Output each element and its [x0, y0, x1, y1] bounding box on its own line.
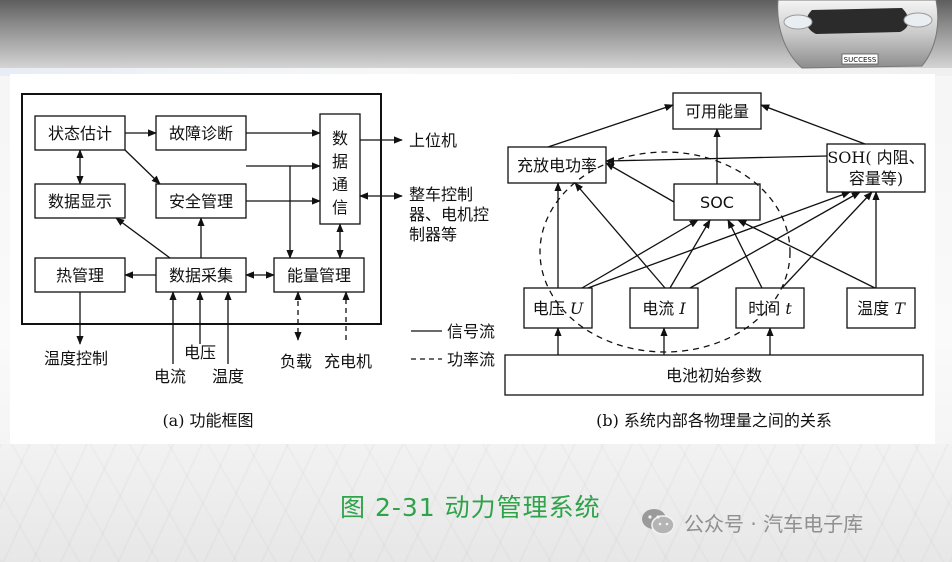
background-floor	[0, 444, 952, 562]
time-node-label: 时间 t	[748, 299, 792, 318]
node-temperature	[846, 287, 916, 329]
voltage-node-label: 电压 U	[533, 299, 584, 318]
fault-diagnosis-label: 故障诊断	[169, 124, 233, 143]
data-comm-label-3: 通	[332, 175, 348, 194]
safety-management-label: 安全管理	[169, 192, 233, 211]
functional-block-diagram	[21, 93, 442, 364]
state-estimation-label: 状态估计	[48, 124, 112, 143]
vehicle-controller-label-3: 制器等	[409, 225, 457, 244]
temperature-node-label: 温度 T	[857, 299, 906, 318]
load-label: 负载	[280, 352, 312, 371]
vehicle-controller-label-1: 整车控制	[409, 185, 473, 204]
initial-parameters-label: 电池初始参数	[666, 366, 762, 385]
charger-label: 充电机	[324, 352, 372, 371]
caption-b: (b) 系统内部各物理量之间的关系	[596, 411, 832, 430]
dashed-soc-boundary	[539, 151, 791, 353]
thermal-management-label: 热管理	[56, 266, 104, 285]
license-plate-text: SUCCESS	[844, 56, 877, 64]
data-comm-label-2: 据	[332, 152, 348, 171]
watermark-text: 公众号 · 汽车电子库	[684, 511, 864, 536]
legend-power-label: 功率流	[447, 350, 495, 369]
soh-label-2: 容量等)	[849, 169, 903, 188]
temperature-input-label: 温度	[212, 367, 244, 386]
voltage-input-label: 电压	[184, 343, 216, 362]
data-display-label: 数据显示	[48, 192, 112, 211]
power-management-diagram: 状态估计 故障诊断 数据显示 安全管理 热管理 数据采集 能量管理 数 据 通 …	[21, 92, 926, 430]
caption-a: (a) 功能框图	[162, 411, 253, 430]
soh-label-1: SOH( 内阻、	[827, 148, 924, 167]
data-acquisition-label: 数据采集	[169, 266, 233, 285]
car-image: SUCCESS	[777, 0, 939, 69]
host-computer-label: 上位机	[409, 131, 457, 150]
temperature-control-label: 温度控制	[44, 349, 108, 368]
wechat-icon	[642, 509, 675, 535]
current-input-label: 电流	[154, 367, 186, 386]
bms-outer-frame	[21, 93, 382, 325]
data-comm-label-1: 数	[332, 129, 348, 148]
watermark: 公众号 · 汽车电子库	[640, 507, 863, 537]
vehicle-controller-label-2: 器、电机控	[409, 205, 489, 224]
current-node-label: 电流 I	[642, 299, 686, 318]
header-strip	[0, 68, 952, 76]
available-energy-label: 可用能量	[685, 102, 749, 121]
diagram-panel: 状态估计 故障诊断 数据显示 安全管理 热管理 数据采集 能量管理 数 据 通 …	[10, 74, 935, 444]
soc-label: SOC	[700, 193, 734, 212]
data-comm-label-4: 信	[332, 198, 348, 217]
legend-signal-label: 信号流	[447, 322, 495, 341]
energy-management-label: 能量管理	[287, 266, 351, 285]
quantity-relation-diagram	[504, 92, 926, 396]
charge-power-label: 充放电功率	[517, 156, 597, 175]
node-initial-parameters	[504, 354, 924, 396]
figure-title: 图 2-31 动力管理系统	[340, 493, 601, 522]
